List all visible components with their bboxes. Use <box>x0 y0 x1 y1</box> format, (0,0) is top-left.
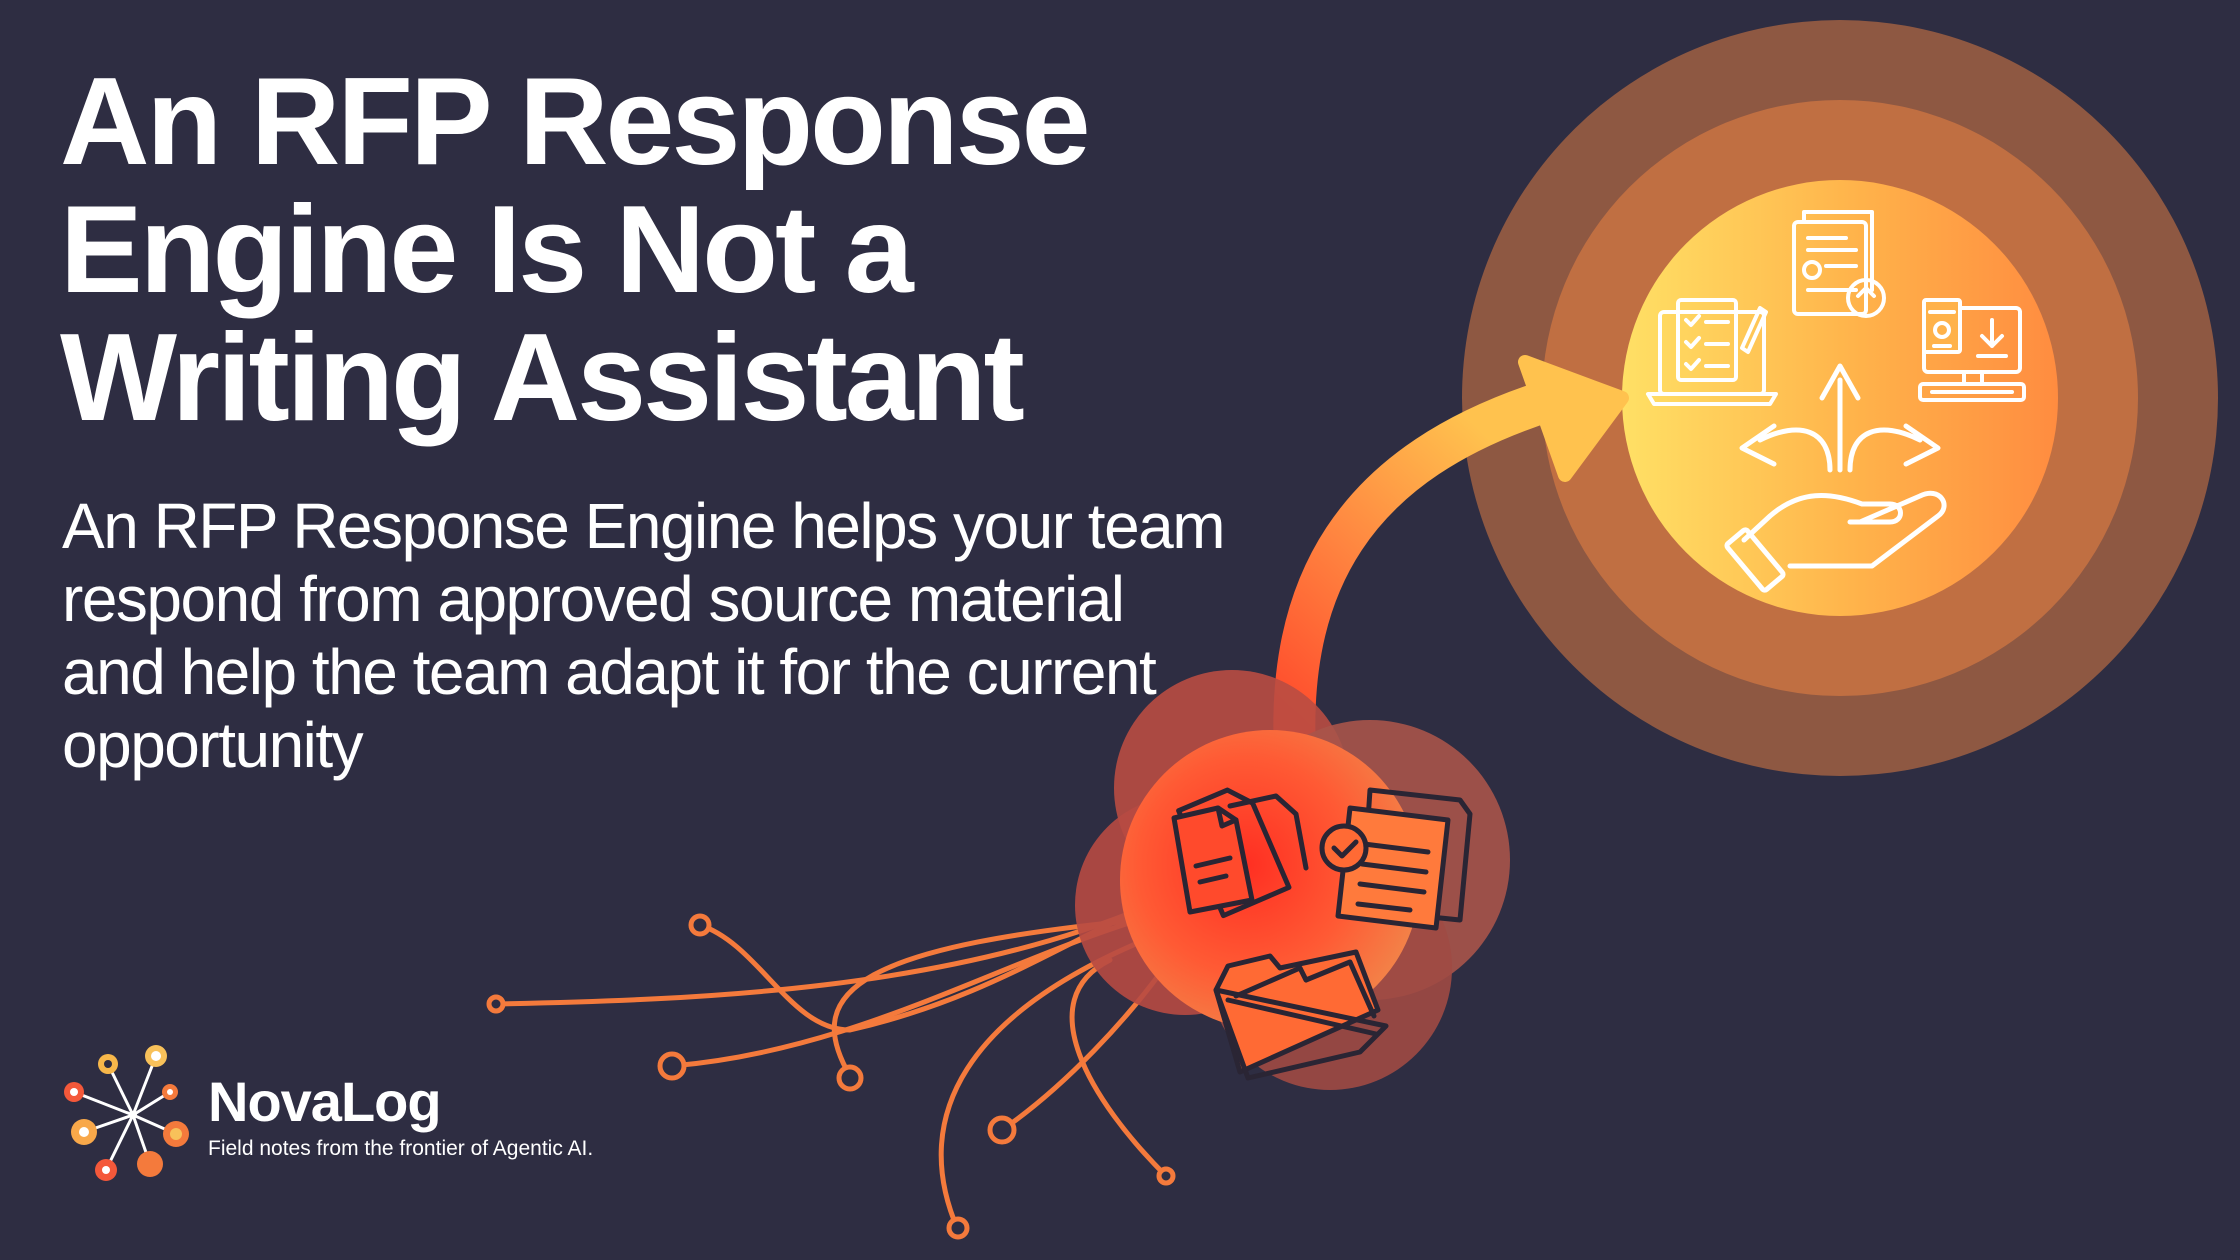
desktop-download-icon <box>1918 298 2026 402</box>
page-title: An RFP Response Engine Is Not a Writing … <box>60 53 1091 447</box>
brand-name: NovaLog <box>208 1070 442 1133</box>
wire-nodes <box>486 913 1176 1240</box>
documents-icon <box>1171 787 1309 919</box>
brand-block: NovaLog Field notes from the frontier of… <box>58 1040 658 1190</box>
brand-tagline: Field notes from the frontier of Agentic… <box>208 1137 594 1160</box>
checklist-laptop-icon <box>1646 298 1778 406</box>
hand-arrows-icon <box>1724 363 1947 593</box>
novalog-logo-icon <box>64 1045 189 1181</box>
page-subtitle: An RFP Response Engine helps your team r… <box>62 490 1226 781</box>
document-upload-icon <box>1792 210 1886 318</box>
document-check-icon <box>1319 787 1473 931</box>
folder-icon <box>1213 949 1389 1081</box>
